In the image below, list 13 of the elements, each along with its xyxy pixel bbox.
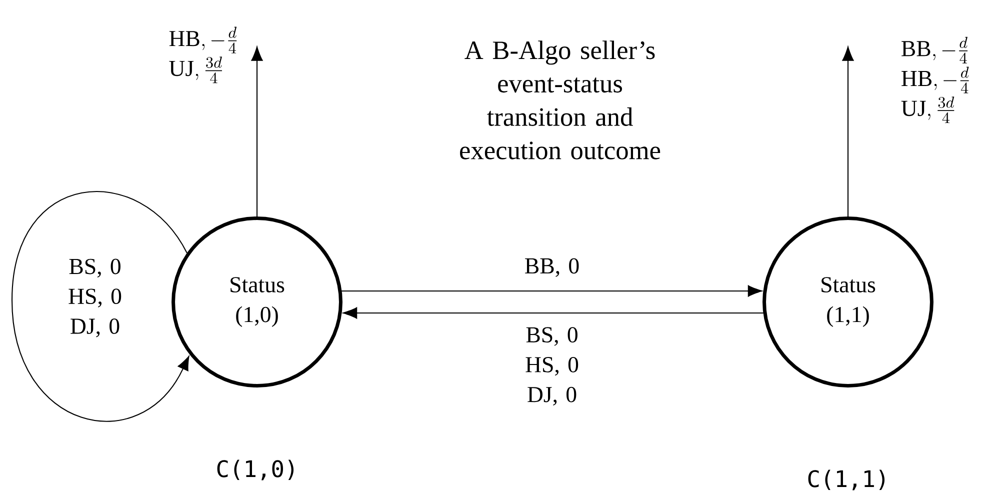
edge-label: BS, 0 HS, 0 DJ, 0	[526, 327, 578, 406]
state-label: C(1,0)	[217, 460, 294, 480]
state-label: C(1,1)	[808, 470, 884, 490]
arrow	[11, 191, 190, 422]
title: A B-Algo seller’s event-status transition and execution outcome	[460, 40, 660, 160]
arrow	[842, 46, 854, 216]
edge-label: BB, 0	[525, 258, 579, 277]
arrow	[341, 285, 762, 297]
edge-label: $\begin{array}{l}\text{BB}, -\frac{d}{4}\\ \text{HB}, -\frac{d}{4}\\ \text{UJ}, \frac{3d}{4}\end{array}$	[901, 36, 969, 124]
arrow	[342, 307, 764, 319]
arrow	[251, 46, 263, 216]
edge-label: BS, 0 HS, 0 DJ, 0	[68, 258, 122, 338]
edge-label: $\begin{array}{l}\text{HB}, -\frac{d}{4}\\ \text{UJ}, \frac{3d}{4}\end{array}$	[169, 26, 237, 84]
